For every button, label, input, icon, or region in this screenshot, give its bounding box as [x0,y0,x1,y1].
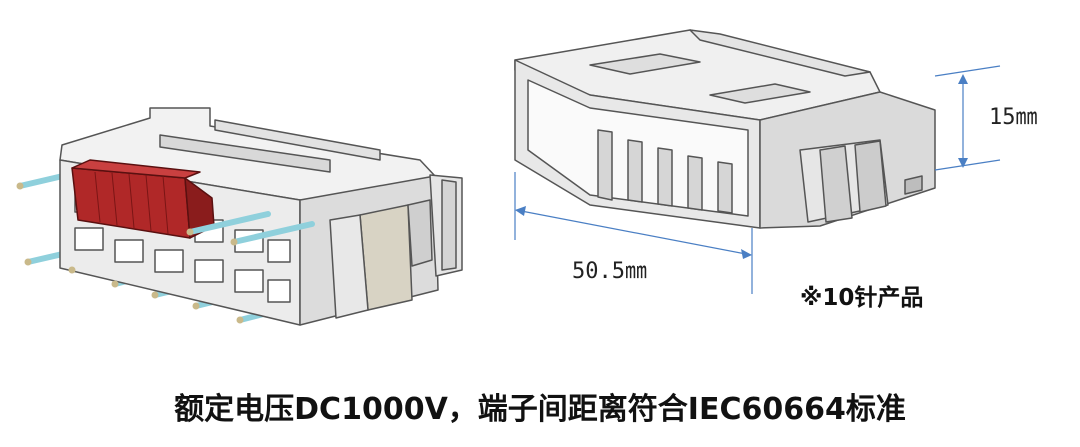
height-extension-top [934,65,1001,77]
pin-tips [16,182,244,324]
red-latch [71,159,215,239]
height-dimension-label: 15㎜ [989,105,1038,130]
dimension-lines [514,65,1001,294]
left-connector-illustration [16,107,463,326]
caption: 额定电压DC1000V，端子间距离符合IEC60664标准 [174,392,906,427]
height-extension-bottom [934,159,1001,171]
pin-count-note: ※10针产品 [800,285,924,311]
right-housing-illustration [514,29,936,229]
length-arrow-right [741,249,752,259]
length-dimension-label: 50.5㎜ [572,259,647,284]
length-arrow-left [515,206,526,216]
length-dimension-line [515,209,752,256]
front-pins [187,211,315,245]
height-arrow-top [958,74,968,84]
height-arrow-bottom [958,158,968,168]
